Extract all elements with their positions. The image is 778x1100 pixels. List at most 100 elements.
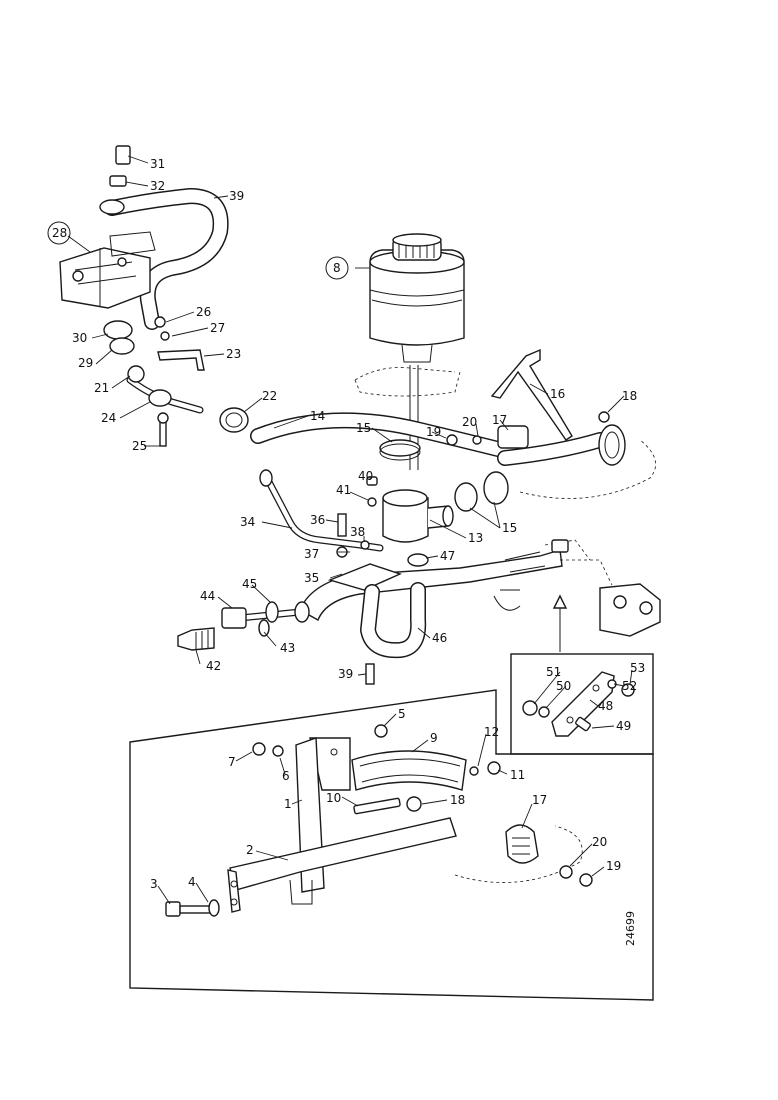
drawing-number: 24699 [624, 911, 637, 946]
detail-arrow [552, 594, 568, 652]
callout-39-lower: 39 [338, 667, 353, 681]
callout-15-right: 15 [502, 521, 517, 535]
nut-19-lower [579, 873, 593, 887]
callout-35: 35 [304, 571, 319, 585]
callout-10: 10 [326, 791, 341, 805]
bracket-16 [490, 348, 573, 441]
callout-14: 14 [310, 409, 325, 423]
callout-42: 42 [206, 659, 221, 673]
callout-16: 16 [550, 387, 565, 401]
callout-11: 11 [510, 768, 525, 782]
nut-7 [252, 742, 266, 756]
reservoir-strap [351, 750, 467, 791]
callout-13: 13 [468, 531, 483, 545]
callout-23: 23 [226, 347, 241, 361]
pipe-34 [259, 469, 384, 552]
bolt-10 [353, 797, 401, 815]
washer-27 [160, 331, 170, 341]
leader-lines [67, 155, 633, 905]
callout-46: 46 [432, 631, 447, 645]
mounting-bracket [227, 737, 457, 913]
washer-12 [469, 766, 479, 776]
callout-52: 52 [622, 679, 637, 693]
callout-49: 49 [616, 719, 631, 733]
callout-28-circle [47, 221, 71, 245]
hose-clip [157, 349, 205, 371]
callout-43: 43 [280, 641, 295, 655]
callout-24: 24 [101, 411, 116, 425]
callout-44: 44 [200, 589, 215, 603]
bolt-18 [598, 411, 610, 423]
bolt-39-lower [365, 663, 375, 685]
crossmember [299, 549, 563, 621]
washer-20-lower [559, 865, 573, 879]
nut-11 [487, 761, 501, 775]
left-union [177, 601, 310, 651]
callout-40: 40 [358, 469, 373, 483]
callout-labels: 31 32 39 28 8 30 29 21 24 25 26 27 23 22… [47, 157, 645, 946]
callout-4: 4 [188, 875, 196, 889]
callout-31: 31 [150, 157, 165, 171]
nut-38 [360, 540, 370, 550]
rubber-pad-15a [454, 482, 478, 512]
callout-19-upper: 19 [426, 425, 441, 439]
bolt-40 [366, 476, 378, 486]
callout-53: 53 [630, 661, 645, 675]
callout-26: 26 [196, 305, 211, 319]
washer-26 [154, 316, 166, 328]
callout-19-lower: 19 [606, 859, 621, 873]
rubber-mount-17-lower [454, 824, 583, 883]
callout-30: 30 [72, 331, 87, 345]
reservoir-bracket-outline [354, 367, 461, 397]
return-hose [250, 412, 518, 460]
nut-19 [446, 434, 458, 446]
cooler-pipe [497, 424, 657, 499]
callout-20-lower: 20 [592, 835, 607, 849]
washer-6 [272, 745, 284, 757]
callout-9: 9 [430, 731, 438, 745]
callout-36: 36 [310, 513, 325, 527]
filter-housing [382, 489, 454, 543]
bolt-3 [165, 899, 220, 917]
callout-41: 41 [336, 483, 351, 497]
bolt-36 [337, 513, 347, 537]
callout-38: 38 [350, 525, 365, 539]
callout-25: 25 [132, 439, 147, 453]
callout-20-upper: 20 [462, 415, 477, 429]
clamp-17 [497, 425, 529, 449]
callout-12: 12 [484, 725, 499, 739]
lower-hose [360, 582, 427, 659]
pressure-hose [104, 188, 229, 330]
callout-28: 28 [52, 226, 67, 240]
callout-17-upper: 17 [492, 413, 507, 427]
nut-18-lower [406, 796, 422, 812]
hose-clamp [219, 407, 249, 433]
detail-bracket [522, 671, 635, 737]
callout-17-lower: 17 [532, 793, 547, 807]
callout-22: 22 [262, 389, 277, 403]
rubber-pad-15b [483, 471, 509, 505]
cap-15 [379, 439, 421, 457]
callout-8-circle [325, 256, 349, 280]
callout-48: 48 [598, 699, 613, 713]
callout-45: 45 [242, 577, 257, 591]
callout-50: 50 [556, 679, 571, 693]
callout-37: 37 [304, 547, 319, 561]
callout-51: 51 [546, 665, 561, 679]
pump-outlet-fittings [103, 320, 204, 447]
callout-34: 34 [240, 515, 255, 529]
callout-18-lower: 18 [450, 793, 465, 807]
callout-21: 21 [94, 381, 109, 395]
washer-20 [472, 435, 482, 445]
callout-29: 29 [78, 356, 93, 370]
nut-5 [374, 724, 388, 738]
callout-8: 8 [333, 261, 341, 275]
callout-39-upper: 39 [229, 189, 244, 203]
callout-32: 32 [150, 179, 165, 193]
callout-1: 1 [284, 797, 292, 811]
callout-18-upper: 18 [622, 389, 637, 403]
steering-gear [493, 539, 661, 637]
callout-27: 27 [210, 321, 225, 335]
washer-41 [367, 497, 377, 507]
callout-15-upper: 15 [356, 421, 371, 435]
